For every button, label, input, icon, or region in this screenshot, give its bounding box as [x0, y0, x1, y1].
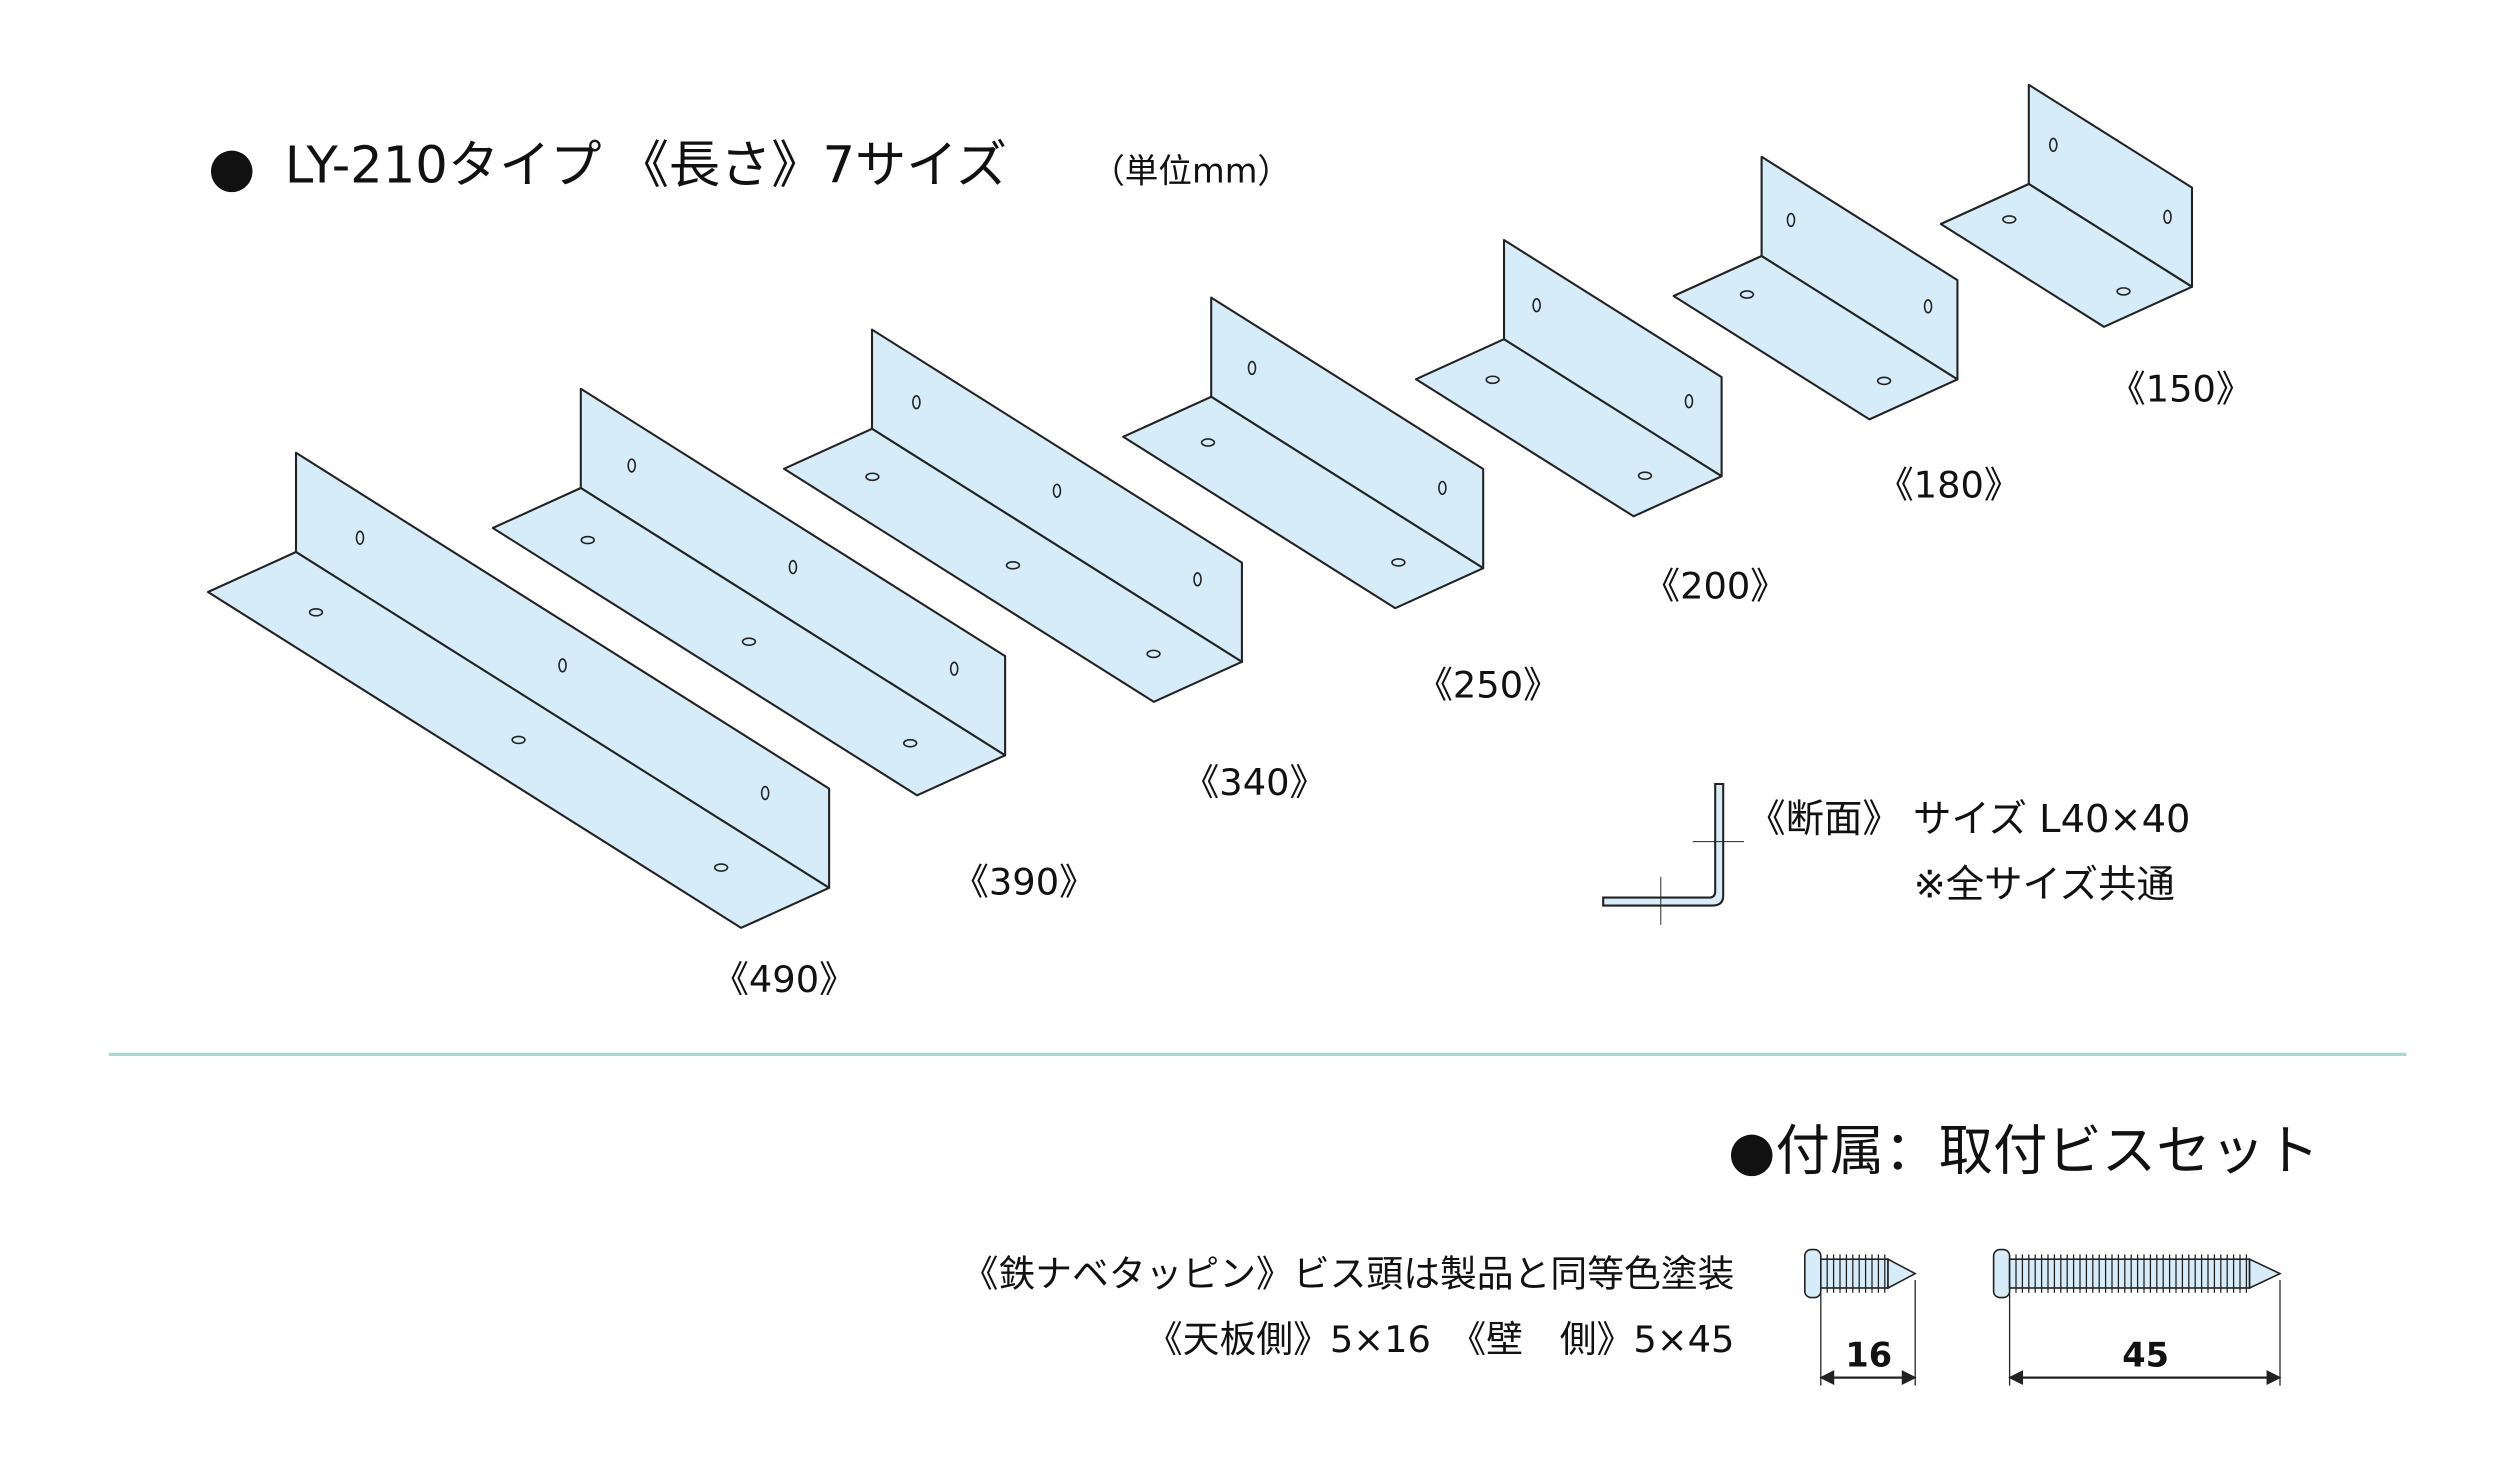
- hole: [1438, 480, 1447, 496]
- bracket-length-label: 《180》: [1877, 464, 2021, 507]
- hole: [741, 637, 757, 646]
- bracket-150: [1939, 83, 2194, 328]
- bracket-length-label: 《250》: [1416, 664, 1560, 707]
- hole: [713, 863, 729, 872]
- hole: [308, 607, 324, 617]
- screw-sizes: 《天板側》5×16 《壁 側》5×45: [1146, 1318, 1735, 1361]
- brackets-group: 《490》 《390》 《340》 《250》 《200》 《180》 《150》: [206, 83, 2253, 1001]
- section-size-text: 《断面》 サイズ L40×40: [1747, 797, 2190, 842]
- screw-description: 《鉄ナベタッピン》ビス頭は製品と同等色塗装: [962, 1252, 1735, 1295]
- hole: [788, 559, 798, 575]
- hole: [1391, 558, 1406, 567]
- hole: [355, 530, 365, 545]
- bracket-390: [491, 387, 1007, 797]
- hole: [1637, 471, 1653, 481]
- bracket-length-label: 《490》: [712, 958, 856, 1001]
- hole: [949, 661, 959, 676]
- unit-note: （単位mm）: [1091, 151, 1291, 190]
- section-note-text: ※全サイズ共通: [1914, 863, 2175, 908]
- hole: [1923, 299, 1933, 314]
- cross-section-icon: [1602, 782, 1744, 925]
- hole: [2002, 215, 2017, 224]
- hole: [580, 535, 595, 545]
- dimension-45: [2008, 1280, 2282, 1386]
- bracket-200: [1414, 238, 1723, 518]
- hole: [760, 785, 770, 801]
- hole: [1005, 561, 1021, 570]
- hole: [1876, 376, 1892, 386]
- screw-45-icon: [1992, 1248, 2282, 1299]
- hole: [912, 395, 921, 410]
- screw-16-icon: [1804, 1248, 1917, 1299]
- bracket-340: [782, 328, 1243, 703]
- hole: [627, 458, 637, 473]
- hole: [1485, 375, 1500, 385]
- bracket-length-label: 《150》: [2109, 368, 2253, 411]
- hole: [558, 658, 567, 673]
- title-bullet: ●: [208, 136, 255, 199]
- hole: [1200, 438, 1216, 447]
- hole: [1193, 572, 1202, 587]
- hole: [2048, 137, 2058, 153]
- hole: [903, 738, 918, 748]
- bracket-250: [1122, 296, 1485, 610]
- bottom-flange: [1122, 395, 1485, 610]
- bracket-length-label: 《200》: [1643, 564, 1787, 607]
- bracket-180: [1672, 155, 1959, 421]
- bracket-490: [206, 451, 831, 929]
- hole: [1532, 298, 1541, 313]
- screw-threads: [1826, 1254, 2248, 1293]
- hole: [1739, 290, 1755, 299]
- dimension-16-label: 16: [1845, 1335, 1892, 1374]
- dimension-16: [1819, 1280, 1917, 1386]
- accessory-title: ●付属：取付ビスセット: [1728, 1120, 2319, 1183]
- hole: [865, 472, 880, 482]
- hole: [1684, 393, 1694, 409]
- bracket-length-label: 《390》: [952, 860, 1096, 903]
- bracket-length-label: 《340》: [1182, 761, 1326, 804]
- hole: [511, 735, 526, 745]
- hole: [2163, 209, 2172, 225]
- hole: [1247, 360, 1257, 376]
- hole: [1052, 483, 1062, 498]
- dimension-45-label: 45: [2122, 1335, 2169, 1374]
- hole: [1786, 212, 1796, 228]
- hole: [1146, 649, 1161, 659]
- page-title: LY-210タイプ 《長さ》7サイズ: [285, 135, 1007, 195]
- hole: [2116, 287, 2131, 296]
